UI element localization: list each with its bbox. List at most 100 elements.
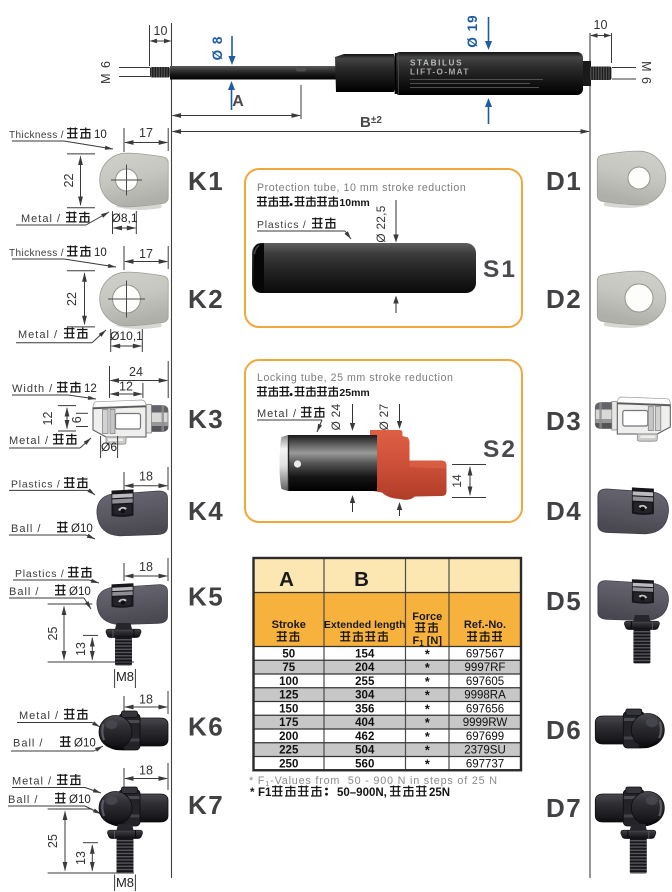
svg-text:Ø 19: Ø 19 xyxy=(465,14,480,47)
svg-text:404: 404 xyxy=(355,717,375,729)
svg-text:462: 462 xyxy=(355,731,374,743)
svg-text:250: 250 xyxy=(279,758,298,770)
svg-text:12: 12 xyxy=(41,412,55,426)
svg-text:12: 12 xyxy=(119,380,133,394)
svg-text:M8: M8 xyxy=(116,875,134,890)
svg-text:697656: 697656 xyxy=(466,703,504,715)
svg-text:Ø 27: Ø 27 xyxy=(377,404,391,431)
svg-text:K2: K2 xyxy=(188,284,224,314)
svg-text:D7: D7 xyxy=(546,793,582,823)
svg-text:Ø10: Ø10 xyxy=(69,586,91,598)
svg-text:22: 22 xyxy=(65,292,79,306)
svg-text:697699: 697699 xyxy=(466,731,504,743)
svg-text:*: * xyxy=(425,675,430,689)
svg-text:M 6: M 6 xyxy=(639,61,653,85)
svg-text:Ø10,1: Ø10,1 xyxy=(110,329,143,343)
svg-text:Plastics /: Plastics / xyxy=(257,220,307,231)
svg-text:K1: K1 xyxy=(188,166,224,196)
svg-text:F1: F1 xyxy=(258,787,272,799)
svg-text:22: 22 xyxy=(62,174,76,188)
svg-text:14: 14 xyxy=(450,474,464,488)
svg-text:125: 125 xyxy=(279,690,299,702)
svg-text:K5: K5 xyxy=(188,582,224,612)
svg-text:LIFT-O-MAT: LIFT-O-MAT xyxy=(410,68,470,77)
svg-text:Ø10: Ø10 xyxy=(69,794,91,806)
svg-text:Metal /: Metal / xyxy=(19,710,59,722)
svg-text:25N: 25N xyxy=(429,787,450,799)
svg-text:10: 10 xyxy=(94,247,107,259)
svg-text:13: 13 xyxy=(74,851,88,865)
svg-text:Ø6: Ø6 xyxy=(101,440,117,454)
svg-text:*: * xyxy=(425,689,430,703)
svg-text:50–900N,: 50–900N, xyxy=(337,787,387,799)
svg-text:*: * xyxy=(425,744,430,758)
svg-text:Width /: Width / xyxy=(12,383,53,395)
svg-text:Metal /: Metal / xyxy=(9,435,49,447)
svg-text:18: 18 xyxy=(139,764,153,778)
svg-text:S2: S2 xyxy=(483,436,517,463)
svg-text:D1: D1 xyxy=(546,166,582,196)
svg-text:10mm: 10mm xyxy=(339,197,369,209)
svg-text:Ø 24: Ø 24 xyxy=(329,403,343,430)
svg-text:Ø 8: Ø 8 xyxy=(210,36,225,61)
svg-text:Ø8,1: Ø8,1 xyxy=(111,211,137,225)
svg-text:Ball /: Ball / xyxy=(13,738,43,750)
svg-text:M8: M8 xyxy=(116,669,134,684)
svg-text:18: 18 xyxy=(139,470,153,484)
svg-text:*: * xyxy=(425,716,430,730)
svg-text:255: 255 xyxy=(355,676,375,688)
svg-text:F1 [N]: F1 [N] xyxy=(412,635,442,648)
svg-text:504: 504 xyxy=(355,745,375,757)
svg-text:Ref.-No.: Ref.-No. xyxy=(464,619,506,631)
svg-text:Ball /: Ball / xyxy=(11,523,41,535)
svg-text:10: 10 xyxy=(594,18,608,32)
svg-text:Protection tube, 10 mm stroke: Protection tube, 10 mm stroke reduction xyxy=(257,182,466,194)
svg-text:Ø10: Ø10 xyxy=(74,738,96,750)
svg-text:18: 18 xyxy=(139,693,153,707)
svg-text:560: 560 xyxy=(355,758,374,770)
svg-text:9997RF: 9997RF xyxy=(465,662,506,674)
svg-text:* F1-Values from 50 - 900 N i: * F1-Values from 50 - 900 N in steps of … xyxy=(249,775,498,788)
svg-text:M 6: M 6 xyxy=(99,60,113,84)
svg-text:17: 17 xyxy=(139,126,153,140)
svg-text:697605: 697605 xyxy=(466,676,504,688)
svg-text:Force: Force xyxy=(412,611,442,623)
svg-text:24: 24 xyxy=(129,365,143,379)
svg-text:*: * xyxy=(425,757,430,771)
svg-text:K3: K3 xyxy=(188,404,224,434)
svg-text:B±2: B±2 xyxy=(360,114,382,131)
svg-text:Metal /: Metal / xyxy=(257,408,297,420)
svg-text:25: 25 xyxy=(46,834,60,848)
svg-text:Ball /: Ball / xyxy=(8,794,38,806)
svg-text:Ø10: Ø10 xyxy=(71,523,93,535)
svg-text:18: 18 xyxy=(139,560,153,574)
svg-text:A: A xyxy=(279,568,294,591)
svg-text:Plastics /: Plastics / xyxy=(11,480,61,491)
svg-text:10: 10 xyxy=(94,129,107,141)
svg-text:*: * xyxy=(425,730,430,744)
svg-text:204: 204 xyxy=(355,662,375,674)
svg-text:200: 200 xyxy=(279,731,298,743)
svg-text:10: 10 xyxy=(154,24,168,38)
svg-text:13: 13 xyxy=(74,642,88,656)
svg-text:Stroke: Stroke xyxy=(272,619,306,631)
svg-text:Metal /: Metal / xyxy=(21,213,61,225)
svg-text:K4: K4 xyxy=(188,496,224,526)
svg-text:Thickness /: Thickness / xyxy=(9,130,64,141)
svg-text:*: * xyxy=(425,647,430,661)
svg-text:304: 304 xyxy=(355,690,375,702)
svg-text:D6: D6 xyxy=(546,715,582,745)
svg-text:K7: K7 xyxy=(188,790,224,820)
svg-text:150: 150 xyxy=(279,703,298,715)
svg-text:*: * xyxy=(425,661,430,675)
svg-text:S1: S1 xyxy=(483,256,517,283)
svg-text:B: B xyxy=(354,568,369,591)
svg-text:D5: D5 xyxy=(546,586,582,616)
svg-text:K6: K6 xyxy=(188,712,224,742)
svg-text:Thickness /: Thickness / xyxy=(9,248,64,259)
svg-text:356: 356 xyxy=(355,703,374,715)
svg-text:225: 225 xyxy=(279,745,299,757)
svg-text:D2: D2 xyxy=(546,284,582,314)
svg-text:D4: D4 xyxy=(546,496,582,526)
svg-text:9999RW: 9999RW xyxy=(463,717,508,729)
